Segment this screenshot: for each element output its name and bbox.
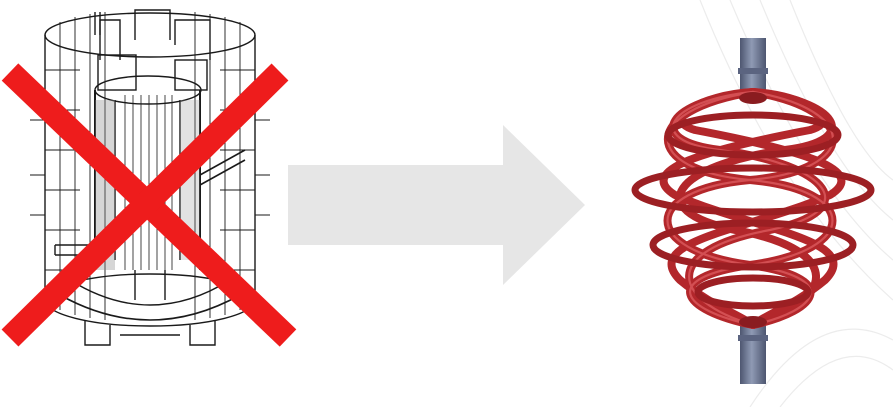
helical-coil-illustration: [600, 0, 893, 407]
right-arrow-icon: [285, 120, 590, 290]
background-lines: [700, 0, 893, 407]
helical-coil-heat-exchanger-icon: [600, 0, 893, 407]
reactor-vessel-cutaway-icon: [0, 0, 300, 407]
crossed-out-reactor-illustration: [0, 0, 300, 407]
transition-arrow: [285, 120, 590, 290]
